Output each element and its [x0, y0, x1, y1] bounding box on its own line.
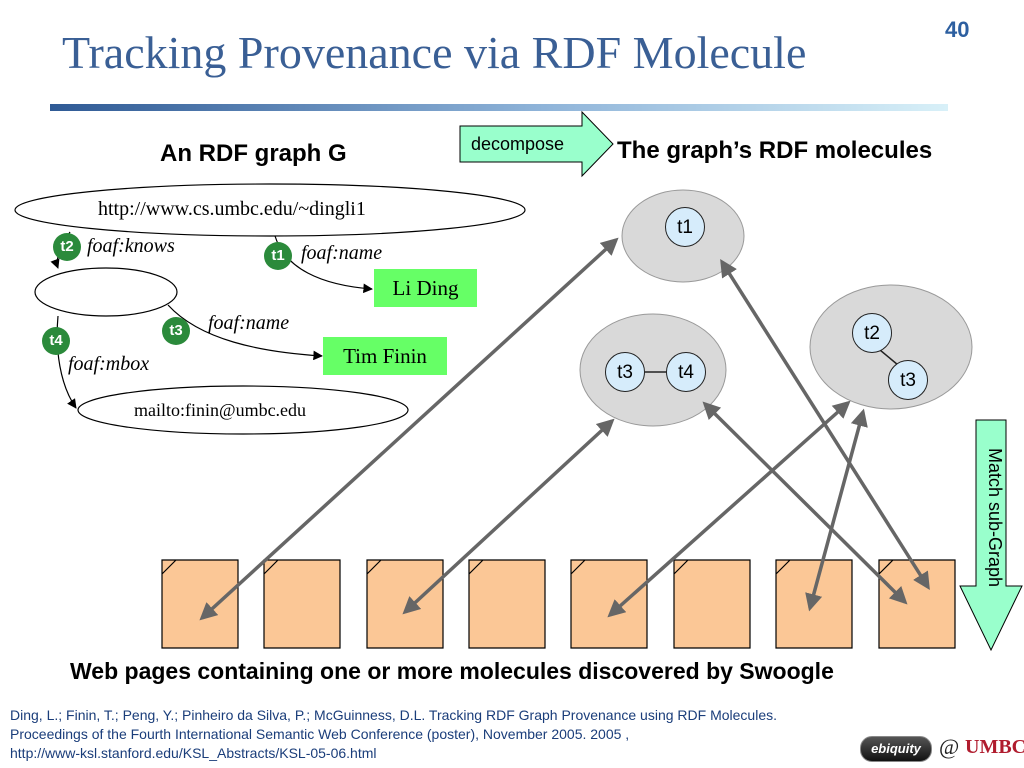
web-page-1	[161, 559, 239, 649]
molecule-3-node-t3: t3	[888, 360, 928, 400]
link-page3-molecule2	[402, 418, 615, 615]
badge-t4: t4	[42, 327, 70, 355]
edge-label-name2: foaf:name	[208, 312, 290, 334]
edge-mbox	[56, 315, 77, 409]
web-page-7	[775, 559, 853, 649]
citation: Ding, L.; Finin, T.; Peng, Y.; Pinheiro …	[10, 706, 910, 763]
literal-li-ding: Li Ding	[374, 269, 477, 307]
match-subgraph-label: Match sub-Graph	[985, 448, 1005, 588]
molecule-1-node-t1: t1	[665, 207, 705, 247]
web-page-4	[468, 559, 546, 649]
edge-label-mbox: foaf:mbox	[68, 353, 150, 375]
web-page-8	[878, 559, 956, 649]
badge-t3: t3	[162, 317, 190, 345]
umbc-logo: UMBC	[965, 736, 1024, 758]
at-symbol: @	[939, 734, 960, 759]
ebiquity-logo: ebiquity	[860, 736, 932, 762]
slide-number: 40	[945, 17, 970, 42]
citation-line-1: Ding, L.; Finin, T.; Peng, Y.; Pinheiro …	[10, 707, 777, 723]
citation-line-3: http://www-ksl.stanford.edu/KSL_Abstract…	[10, 745, 377, 761]
match-links	[199, 237, 930, 621]
web-page-5	[570, 559, 648, 649]
uri-node-ellipse	[14, 183, 526, 237]
badge-t2: t2	[53, 233, 81, 261]
decompose-arrow-shape	[459, 110, 614, 178]
blank-node-ellipse	[34, 267, 178, 317]
web-page-6	[673, 559, 751, 649]
title-divider	[50, 104, 948, 111]
decompose-label: decompose	[471, 134, 565, 154]
molecules-heading: The graph’s RDF molecules	[617, 137, 933, 164]
molecule-2-node-t4: t4	[666, 352, 706, 392]
uri-node-label: http://www.cs.umbc.edu/~dingli1	[98, 198, 366, 220]
rdf-graph-heading: An RDF graph G	[160, 140, 347, 167]
edge-label-knows: foaf:knows	[87, 235, 175, 257]
literal-tim-finin: Tim Finin	[323, 337, 447, 375]
web-page-2	[263, 559, 341, 649]
slide-title: Tracking Provenance via RDF Molecule	[62, 27, 807, 78]
web-page-3	[366, 559, 444, 649]
molecule-3-node-t2: t2	[852, 313, 892, 353]
molecule-2-node-t3: t3	[605, 352, 645, 392]
citation-line-2: Proceedings of the Fourth International …	[10, 726, 630, 742]
badge-t1: t1	[264, 242, 292, 270]
edge-label-name1: foaf:name	[301, 242, 383, 264]
web-pages	[161, 559, 956, 649]
match-arrow-shape	[959, 419, 1023, 652]
mailto-node-label: mailto:finin@umbc.edu	[134, 400, 307, 420]
link-page8-molecule2	[702, 401, 908, 605]
pages-caption: Web pages containing one or more molecul…	[70, 658, 834, 684]
